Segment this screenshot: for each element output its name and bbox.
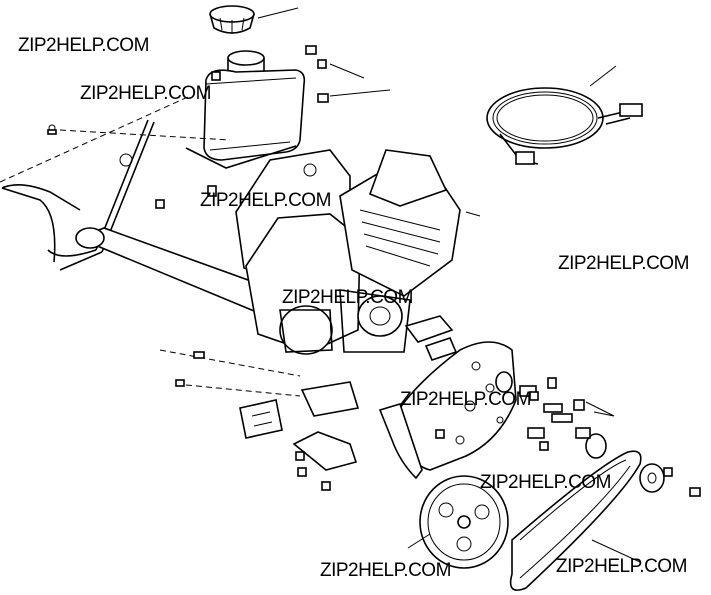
reference-line [59, 129, 231, 141]
leader-line [329, 89, 391, 97]
reference-line [0, 95, 191, 183]
watermark-text: ZIP2HELP.COM [480, 472, 611, 493]
shaft-hardware [519, 377, 701, 497]
watermark-text: ZIP2HELP.COM [400, 389, 531, 410]
control-cable [486, 87, 643, 165]
drive-pulley-large [419, 475, 509, 569]
fuel-tank [185, 50, 306, 169]
engine [235, 149, 461, 355]
watermark-text: ZIP2HELP.COM [282, 287, 413, 308]
watermark-text: ZIP2HELP.COM [320, 560, 451, 581]
watermark-text: ZIP2HELP.COM [80, 83, 211, 104]
leader-line [591, 539, 641, 563]
leader-line [585, 401, 615, 417]
drive-belt [509, 450, 642, 591]
loose-fasteners [47, 124, 549, 491]
leader-line [329, 63, 365, 79]
reference-line [159, 349, 301, 377]
leader-line [589, 65, 617, 87]
watermark-text: ZIP2HELP.COM [558, 253, 689, 274]
reference-line [175, 383, 301, 397]
fastener-set [155, 45, 329, 209]
leader-line [407, 533, 431, 549]
side-plate [378, 403, 423, 480]
engine-brackets [239, 315, 458, 471]
leader-line [257, 7, 299, 19]
fuel-cap [209, 5, 255, 34]
leader-line [465, 211, 481, 217]
watermark-text: ZIP2HELP.COM [556, 556, 687, 577]
watermark-text: ZIP2HELP.COM [200, 190, 331, 211]
watermark-text: ZIP2HELP.COM [18, 35, 149, 56]
drive-pulley-small [585, 433, 665, 493]
